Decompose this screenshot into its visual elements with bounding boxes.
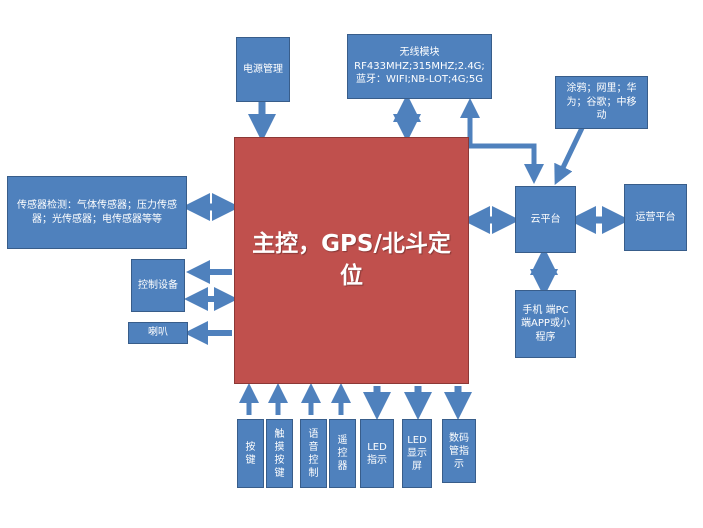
arrow-providers-cloud (554, 126, 585, 186)
touch-buttons-box: 触摸按键 (266, 419, 293, 488)
remote-control-label: 遥控器 (337, 435, 348, 472)
main-controller-label: 主控，GPS/北斗定位 (252, 231, 451, 289)
led-display-box: LED显示屏 (402, 419, 432, 488)
digital-tube-box: 数码管指示 (442, 419, 476, 483)
voice-control-box: 语音控制 (300, 419, 327, 488)
main-controller-block: 主控，GPS/北斗定位 (234, 137, 469, 384)
ops-platform-label: 运营平台 (635, 211, 676, 223)
wireless-module-box: 无线模块 RF433MHZ;315MHZ;2.4G; 蓝牙：WIFI;NB-LO… (347, 34, 492, 99)
control-device-label: 控制设备 (138, 279, 178, 291)
ops-platform-box: 运营平台 (624, 184, 687, 251)
power-management-box: 电源管理 (236, 37, 290, 102)
mobile-pc-app-label: 手机 端PC端APP或小程序 (521, 304, 570, 343)
speaker-box: 喇叭 (128, 322, 188, 344)
voice-control-label: 语音控制 (308, 428, 319, 479)
control-device-box: 控制设备 (131, 259, 185, 312)
buttons-label: 按键 (245, 441, 256, 466)
power-management-label: 电源管理 (243, 63, 283, 75)
cloud-platform-label: 云平台 (530, 213, 561, 225)
led-indicator-label: LED指示 (367, 441, 387, 466)
sensor-detection-label: 传感器检测：气体传感器；压力传感器；光传感器；电传感器等等 (17, 200, 177, 225)
arrow-wireless-cloud (460, 98, 544, 184)
cloud-providers-label: 涂鸦；网里；华为；谷歌；中移动 (566, 83, 637, 122)
sensor-detection-box: 传感器检测：气体传感器；压力传感器；光传感器；电传感器等等 (7, 176, 187, 249)
buttons-box: 按键 (237, 419, 264, 488)
speaker-label: 喇叭 (148, 327, 168, 339)
led-indicator-box: LED指示 (360, 419, 394, 488)
cloud-platform-box: 云平台 (515, 186, 576, 253)
digital-tube-label: 数码管指示 (449, 432, 469, 470)
remote-control-box: 遥控器 (329, 419, 356, 488)
mobile-pc-app-box: 手机 端PC端APP或小程序 (515, 290, 576, 358)
wireless-module-label: 无线模块 RF433MHZ;315MHZ;2.4G; 蓝牙：WIFI;NB-LO… (354, 47, 485, 86)
cloud-providers-box: 涂鸦；网里；华为；谷歌；中移动 (555, 76, 648, 129)
touch-buttons-label: 触摸按键 (274, 428, 285, 479)
led-display-label: LED显示屏 (407, 435, 427, 472)
